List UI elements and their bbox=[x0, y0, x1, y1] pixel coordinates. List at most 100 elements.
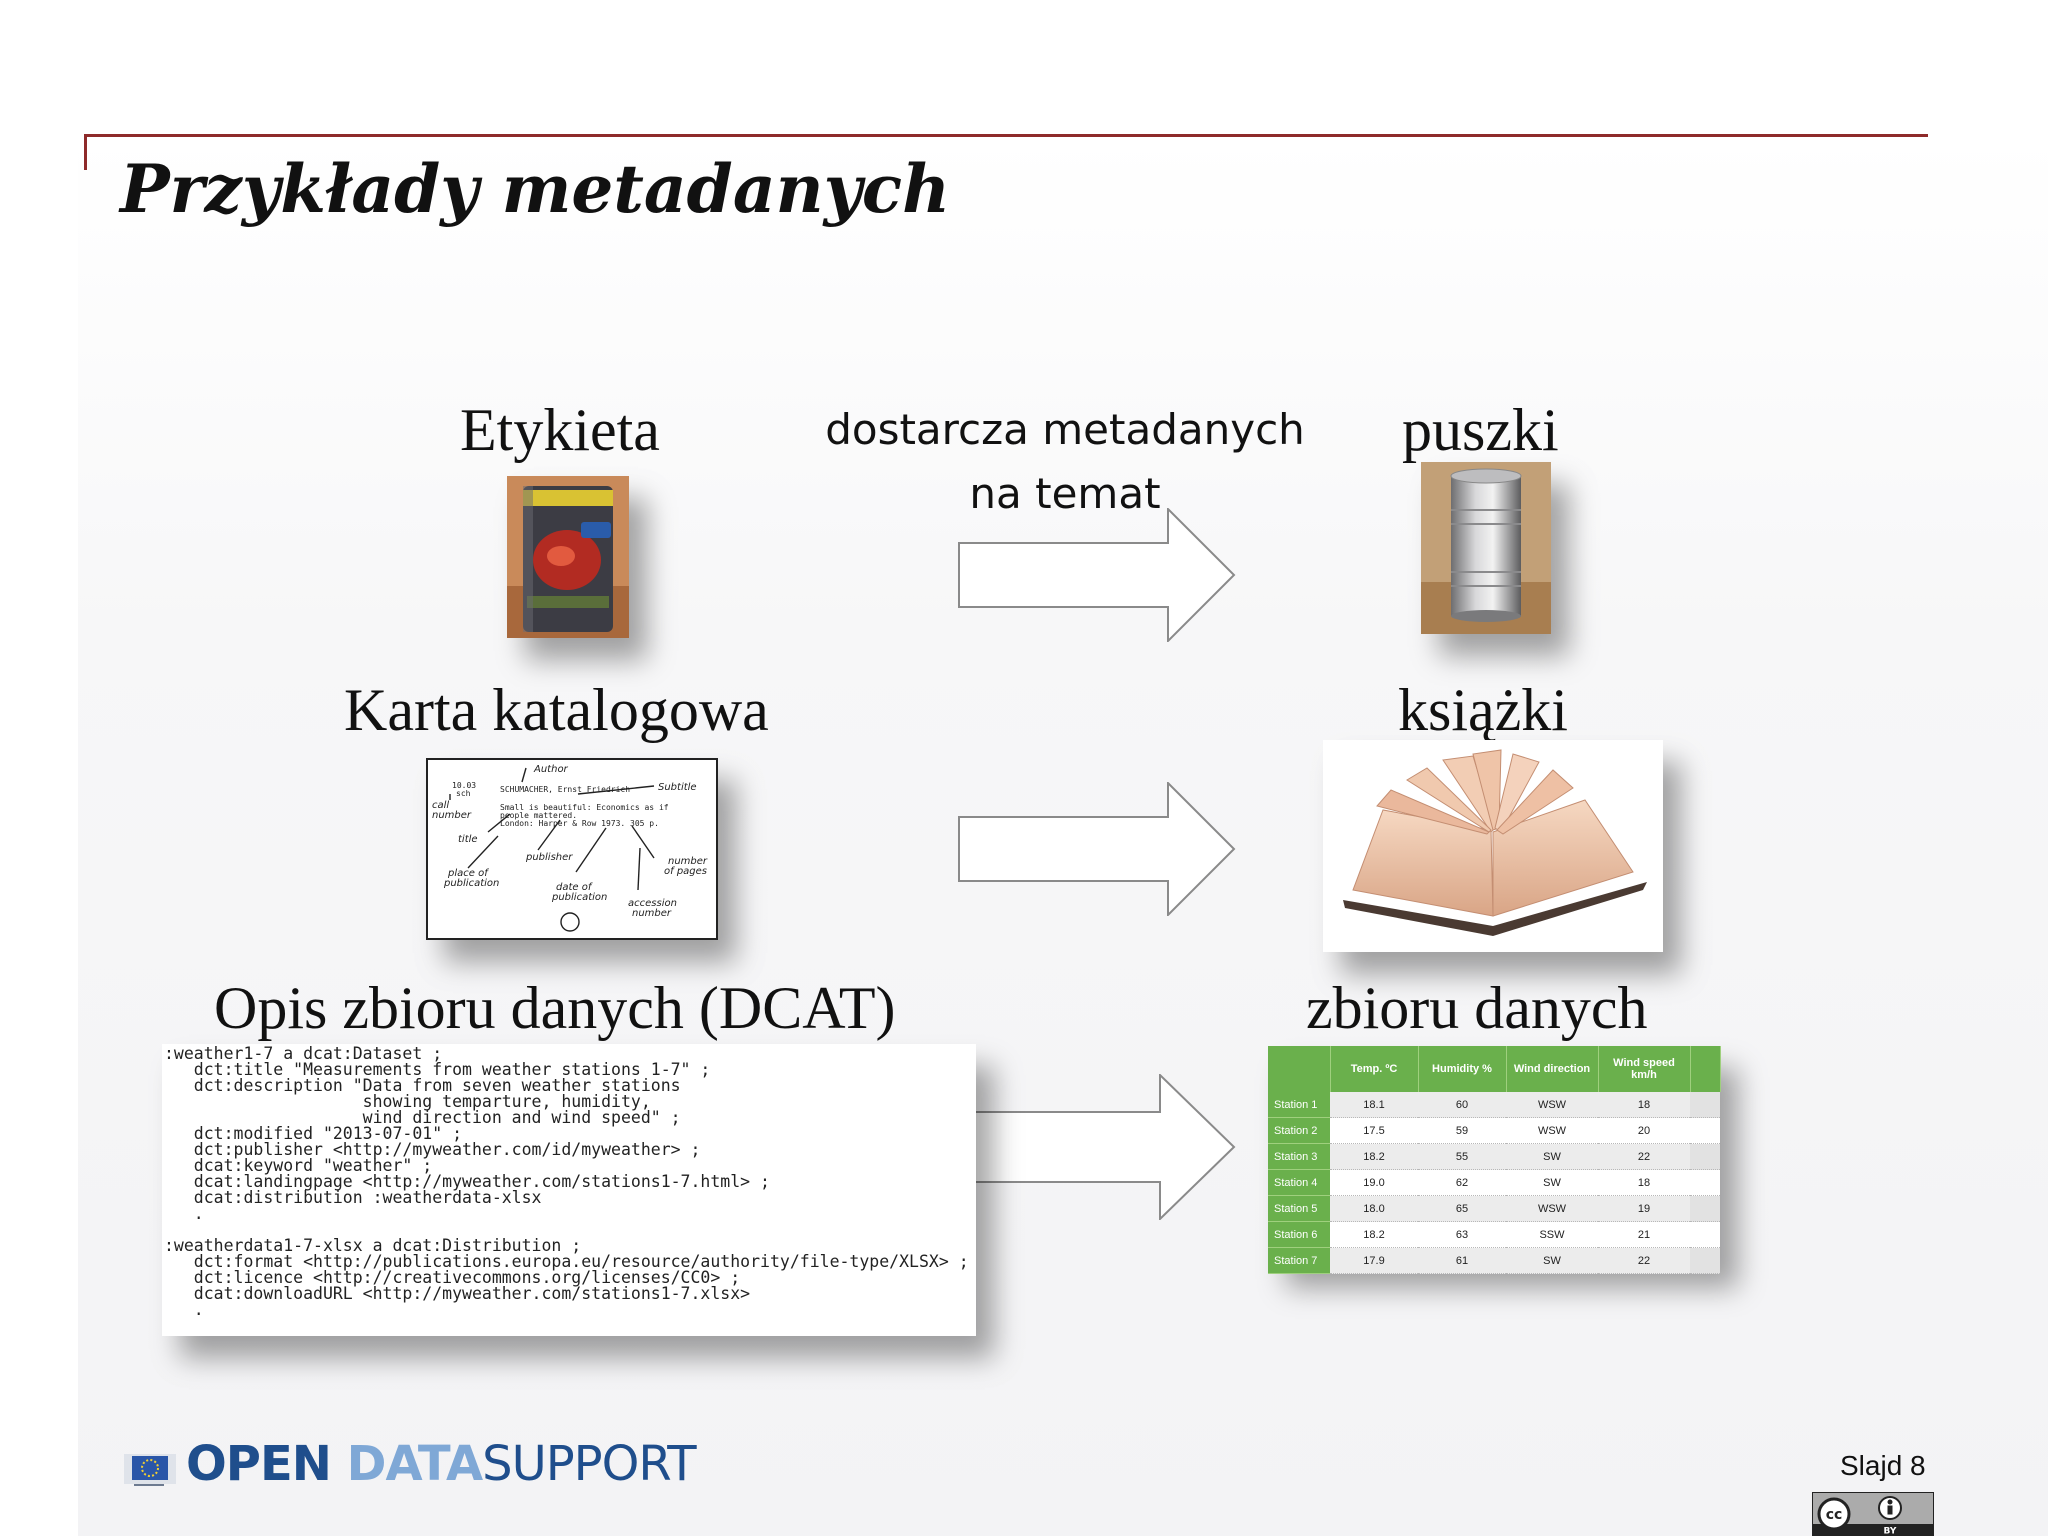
card-annotation-date: date of bbox=[556, 882, 593, 893]
table-cell-spacer bbox=[1690, 1143, 1720, 1170]
card-annotation-call-number: call bbox=[432, 800, 449, 811]
table-cell: 19 bbox=[1598, 1195, 1690, 1222]
card-annotation-subtitle: Subtitle bbox=[658, 782, 697, 793]
card-entry-line-1: SCHUMACHER, Ernst Friedrich bbox=[500, 785, 630, 794]
station-cell: Station 1 bbox=[1268, 1092, 1330, 1118]
table-cell: 65 bbox=[1418, 1195, 1506, 1222]
table-cell-spacer bbox=[1690, 1169, 1720, 1196]
table-cell: 20 bbox=[1598, 1117, 1690, 1144]
open-book-image bbox=[1323, 740, 1663, 952]
table-cell: 60 bbox=[1418, 1092, 1506, 1118]
weather-table: Temp. ºC Humidity % Wind direction Wind … bbox=[1268, 1046, 1721, 1274]
card-annotation-pages-2: of pages bbox=[664, 866, 707, 877]
table-cell: 21 bbox=[1598, 1221, 1690, 1248]
header-cell: Humidity % bbox=[1418, 1046, 1507, 1092]
title-rule-tick bbox=[84, 134, 87, 170]
table-cell-spacer bbox=[1690, 1092, 1720, 1118]
station-cell: Station 5 bbox=[1268, 1195, 1330, 1222]
card-annotation-accession-2: number bbox=[632, 908, 672, 919]
table-row: Station 3 18.2 55 SW 22 bbox=[1268, 1143, 1720, 1170]
station-cell: Station 6 bbox=[1268, 1221, 1330, 1248]
svg-text:cc: cc bbox=[1826, 1507, 1843, 1523]
tin-can-icon bbox=[1421, 462, 1551, 634]
table-cell: 17.9 bbox=[1330, 1247, 1418, 1274]
arrow-right-icon bbox=[958, 1074, 1236, 1220]
weather-table-image: Temp. ºC Humidity % Wind direction Wind … bbox=[1268, 1046, 1721, 1274]
header-cell: Wind speed km/h bbox=[1598, 1046, 1691, 1092]
table-cell: SSW bbox=[1506, 1221, 1598, 1248]
station-cell: Station 2 bbox=[1268, 1117, 1330, 1144]
label-zbioru-danych: zbioru danych bbox=[1306, 975, 1648, 1041]
card-entry-line-4: London: Harper & Row 1973. 305 p. bbox=[500, 819, 659, 828]
table-cell-spacer bbox=[1690, 1117, 1720, 1144]
creative-commons-by-icon: cc BY bbox=[1812, 1492, 1934, 1536]
card-annotation-pages: number bbox=[668, 856, 708, 867]
card-annotation-place-2: publication bbox=[443, 878, 499, 889]
card-annotation-title: title bbox=[458, 834, 478, 845]
arrow-right-icon bbox=[958, 508, 1236, 642]
label-puszki: puszki bbox=[1402, 397, 1559, 463]
arrow-right-icon bbox=[958, 782, 1236, 916]
card-call-number: 10.03 bbox=[452, 781, 476, 790]
table-cell: 18 bbox=[1598, 1092, 1690, 1118]
table-row: Station 2 17.5 59 WSW 20 bbox=[1268, 1117, 1720, 1144]
table-row: Station 5 18.0 65 WSW 19 bbox=[1268, 1195, 1720, 1222]
header-cell: Temp. ºC bbox=[1330, 1046, 1419, 1092]
label-opis-zbioru: Opis zbioru danych (DCAT) bbox=[214, 975, 896, 1041]
table-row: Station 7 17.9 61 SW 22 bbox=[1268, 1247, 1720, 1274]
station-cell: Station 3 bbox=[1268, 1143, 1330, 1170]
arrow-caption-line-2: na temat bbox=[969, 469, 1161, 518]
header-cell bbox=[1268, 1046, 1331, 1092]
table-cell: 17.5 bbox=[1330, 1117, 1418, 1144]
card-annotation-call-number-2: number bbox=[432, 810, 472, 821]
table-cell: WSW bbox=[1506, 1092, 1598, 1118]
cc-by-label: BY bbox=[1884, 1527, 1897, 1536]
arrow-caption-line-1: dostarcza metadanych bbox=[825, 405, 1305, 454]
table-cell: 59 bbox=[1418, 1117, 1506, 1144]
header-cell-spacer bbox=[1690, 1046, 1721, 1092]
table-cell: WSW bbox=[1506, 1117, 1598, 1144]
table-cell: 18.2 bbox=[1330, 1221, 1418, 1248]
slide-number: Slajd 8 bbox=[1840, 1450, 1926, 1481]
dcat-code-panel bbox=[162, 1044, 976, 1336]
card-annotation-publisher: publisher bbox=[525, 852, 573, 863]
table-cell: 18.0 bbox=[1330, 1195, 1418, 1222]
table-cell-spacer bbox=[1690, 1247, 1720, 1274]
open-book-icon bbox=[1343, 749, 1647, 936]
label-ksiazki: książki bbox=[1398, 677, 1568, 743]
table-cell: 62 bbox=[1418, 1169, 1506, 1196]
table-cell-spacer bbox=[1690, 1195, 1720, 1222]
card-annotation-date-2: publication bbox=[551, 892, 607, 903]
labelled-can-image bbox=[507, 476, 629, 638]
open-data-support-logo: OPEN DATASUPPORT bbox=[186, 1436, 697, 1492]
table-cell: 55 bbox=[1418, 1143, 1506, 1170]
logo-open: OPEN bbox=[186, 1436, 347, 1492]
table-cell: 18.2 bbox=[1330, 1143, 1418, 1170]
station-cell: Station 7 bbox=[1268, 1247, 1330, 1274]
label-karta-katalogowa: Karta katalogowa bbox=[344, 677, 769, 743]
table-row: Station 4 19.0 62 SW 18 bbox=[1268, 1169, 1720, 1196]
table-cell: SW bbox=[1506, 1247, 1598, 1274]
card-entry-line-3: people mattered. bbox=[500, 811, 577, 820]
station-cell: Station 4 bbox=[1268, 1169, 1330, 1196]
card-call-number-2: sch bbox=[456, 789, 471, 798]
logo-support: SUPPORT bbox=[482, 1436, 696, 1492]
table-row: Station 1 18.1 60 WSW 18 bbox=[1268, 1092, 1720, 1118]
card-entry-line-2: Small is beautiful: Economics as if bbox=[500, 803, 669, 812]
card-annotation-place: place of bbox=[447, 868, 489, 879]
label-etykieta: Etykieta bbox=[460, 397, 660, 463]
arrow-caption: dostarcza metadanych na temat bbox=[800, 398, 1330, 526]
table-cell: 18.1 bbox=[1330, 1092, 1418, 1118]
card-annotation-author: Author bbox=[533, 764, 569, 775]
catalog-card-arrows: Author Subtitle call number title publis… bbox=[432, 764, 708, 932]
header-cell: Wind direction bbox=[1506, 1046, 1599, 1092]
eu-flag-icon bbox=[124, 1454, 176, 1486]
table-cell: 22 bbox=[1598, 1143, 1690, 1170]
catalog-card-image: Author Subtitle call number title publis… bbox=[426, 758, 718, 940]
logo-data: DATA bbox=[346, 1436, 483, 1492]
table-cell: WSW bbox=[1506, 1195, 1598, 1222]
weather-table-header: Temp. ºC Humidity % Wind direction Wind … bbox=[1268, 1046, 1721, 1092]
dcat-code: :weather1-7 a dcat:Dataset ; dct:title "… bbox=[164, 1044, 969, 1319]
table-cell: 18 bbox=[1598, 1169, 1690, 1196]
table-cell: 61 bbox=[1418, 1247, 1506, 1274]
